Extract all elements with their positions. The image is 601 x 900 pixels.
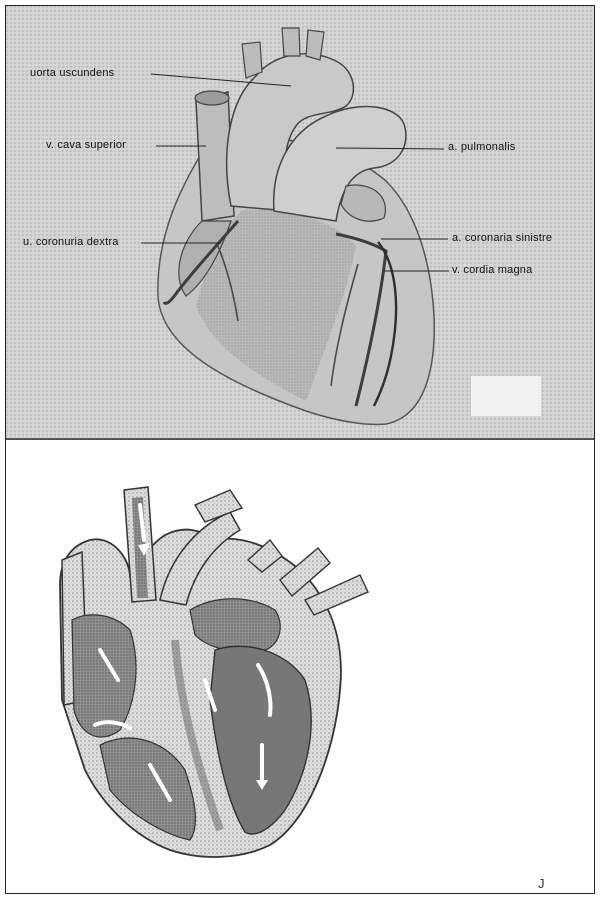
aorta-branch-1 [195, 490, 242, 522]
pulmonary-vein-2 [305, 575, 368, 615]
right-atrium-cavity [72, 615, 136, 737]
page-mark: J [538, 876, 545, 891]
